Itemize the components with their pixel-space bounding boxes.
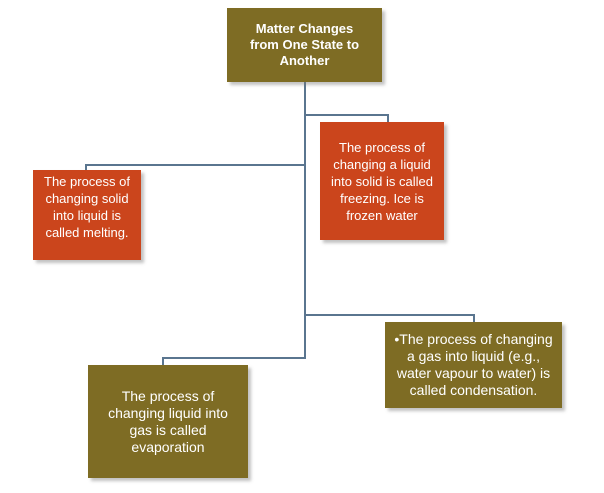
node-evaporation-label: The process of changing liquid into gas … [108,387,228,455]
node-condensation-label: •The process of changing a gas into liqu… [394,331,553,398]
node-melting-label: The process of changing solid into liqui… [44,174,130,240]
connector-condensation-horizontal [304,314,475,316]
connector-trunk [304,82,306,359]
connector-evaporation-vertical [162,357,164,366]
connector-melting-vertical [85,164,87,172]
node-melting: The process of changing solid into liqui… [33,170,141,260]
connector-freezing-horizontal [304,114,389,116]
node-condensation: •The process of changing a gas into liqu… [385,322,562,408]
connector-melting-horizontal [85,164,306,166]
node-root: Matter Changes from One State to Another [227,8,382,82]
node-freezing-label: The process of changing a liquid into so… [331,139,433,223]
node-root-label: Matter Changes from One State to Another [249,21,360,68]
connector-evaporation-horizontal [162,357,306,359]
connector-condensation-vertical [473,314,475,323]
connector-freezing-vertical [387,114,389,123]
node-evaporation: The process of changing liquid into gas … [88,365,248,478]
node-freezing: The process of changing a liquid into so… [320,122,444,240]
